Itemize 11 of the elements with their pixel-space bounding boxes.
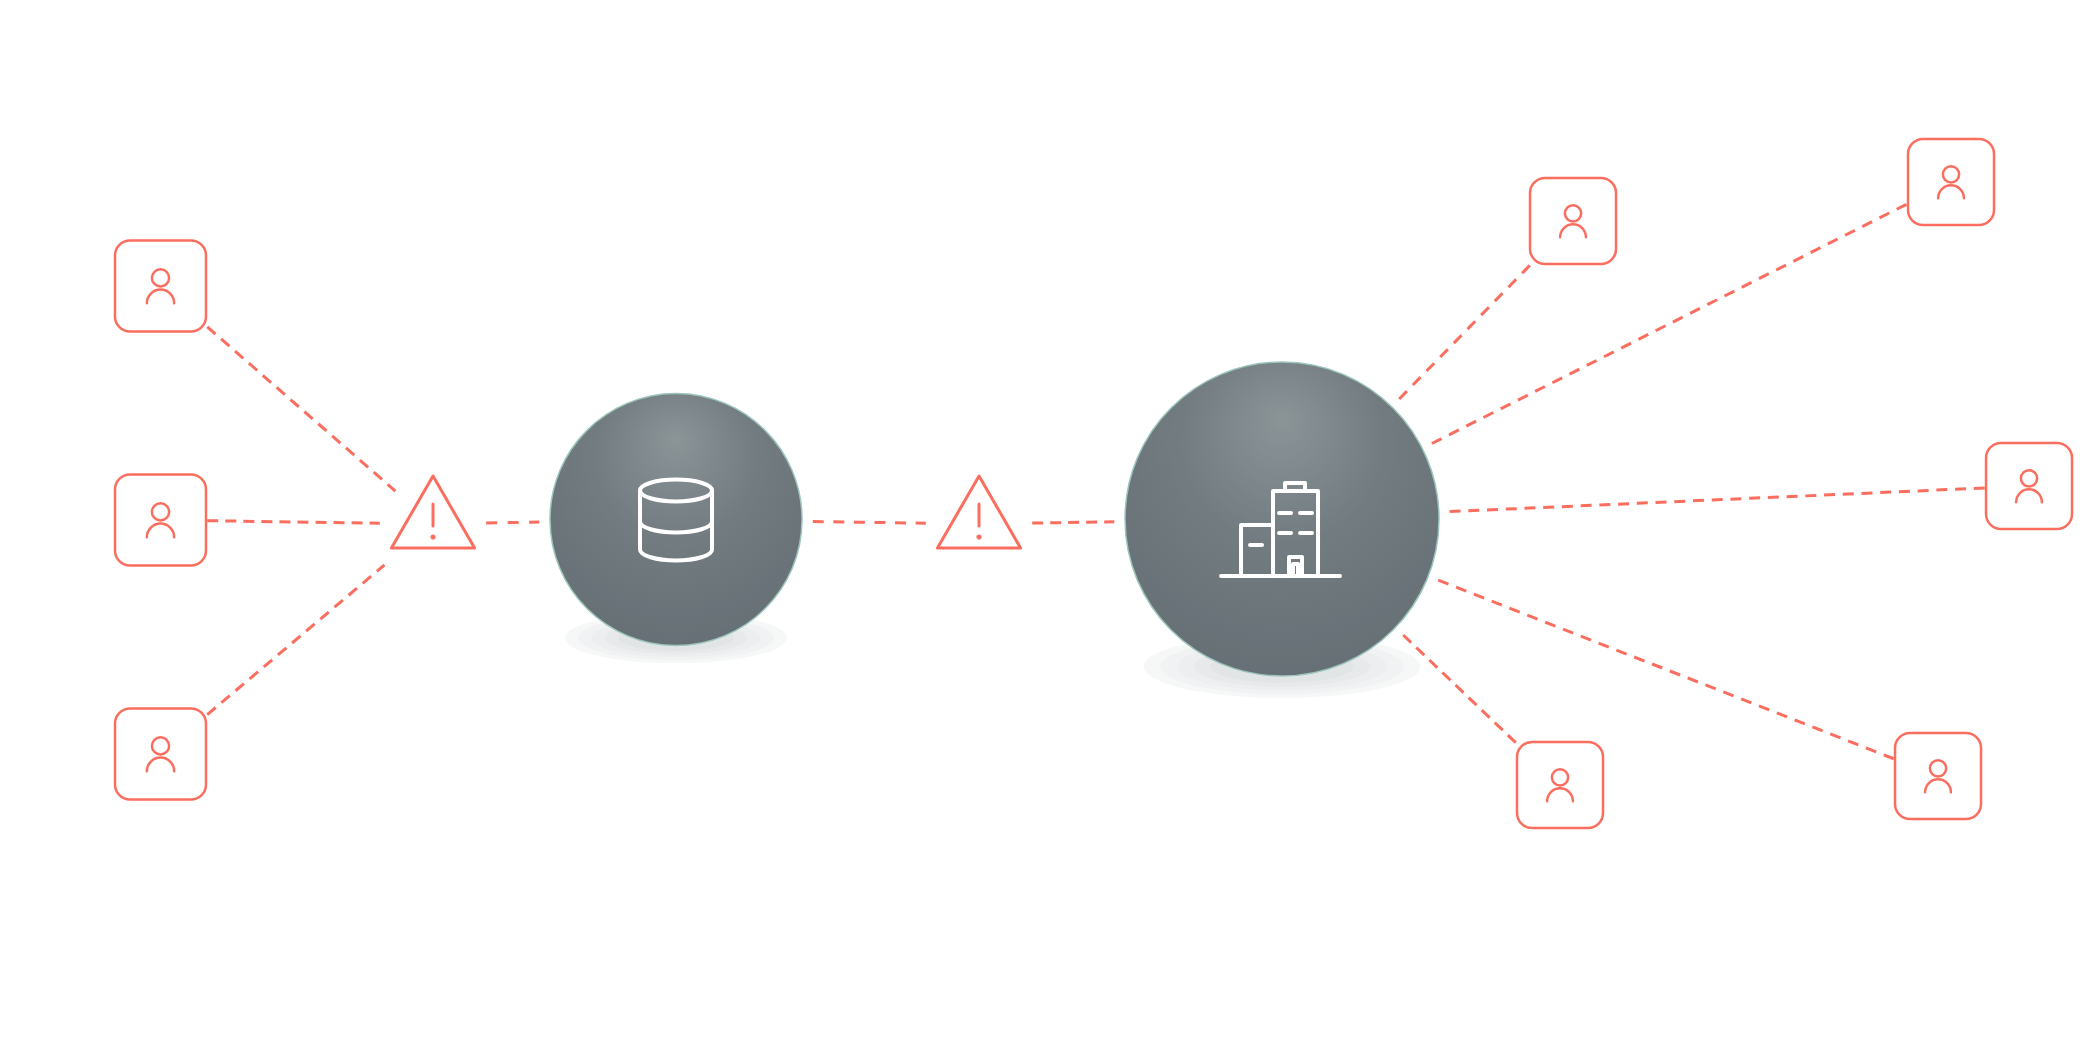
dashed-line bbox=[207, 519, 380, 525]
dashed-line bbox=[1398, 264, 1531, 401]
dashed-line bbox=[1449, 486, 1985, 514]
dashed-line bbox=[812, 520, 926, 525]
dashed-line bbox=[1431, 202, 1908, 445]
dashed-line bbox=[1402, 633, 1517, 744]
dashed-line bbox=[1437, 578, 1895, 761]
dashed-line bbox=[1032, 520, 1115, 525]
dashed-line bbox=[206, 563, 386, 716]
dashed-line bbox=[486, 520, 540, 525]
dashed-line bbox=[206, 325, 397, 493]
